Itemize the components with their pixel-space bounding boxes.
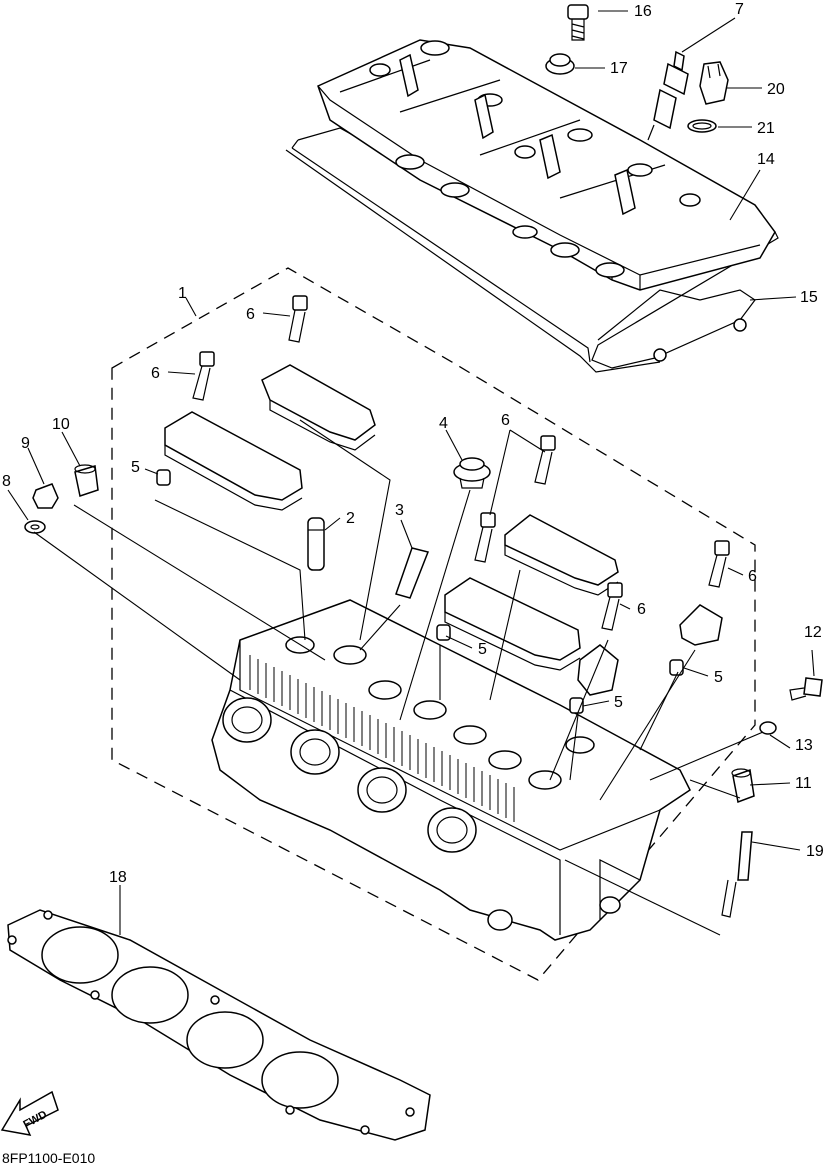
diagram-code: 8FP1100-E010 (2, 1150, 95, 1166)
callout-1: 1 (178, 285, 187, 302)
callout-20: 20 (767, 81, 785, 98)
forward-direction-arrow-icon: FWD (0, 1090, 59, 1136)
camshaft-cap-rear-right (504, 514, 619, 596)
callout-5c: 5 (714, 669, 723, 686)
callout-21: 21 (757, 120, 775, 137)
callout-16: 16 (634, 3, 652, 20)
callout-14: 14 (757, 151, 775, 168)
washer (24, 520, 46, 534)
cylinder-head (211, 599, 691, 941)
cooling-fins (249, 655, 515, 822)
valve-bores (285, 636, 595, 790)
callout-6e: 6 (637, 601, 646, 618)
callout-12: 12 (804, 624, 822, 641)
cylinder-head-gasket (7, 909, 431, 1141)
camshaft-cap-front-right (444, 577, 581, 671)
valve-guide-intake (307, 517, 325, 571)
callout-18: 18 (109, 869, 127, 886)
leader-lines (7, 10, 815, 936)
callout-3: 3 (395, 502, 404, 519)
camshaft-cap-front-left (164, 411, 303, 511)
callout-8: 8 (2, 473, 11, 490)
cap-bolts (192, 295, 730, 631)
collar (74, 464, 99, 497)
callout-9: 9 (21, 435, 30, 452)
cap-nut (32, 483, 59, 509)
stud-bolt (721, 831, 753, 918)
union-bolt (789, 677, 823, 701)
callout-6c: 6 (501, 412, 510, 429)
plug (453, 457, 491, 489)
callout-13: 13 (795, 737, 813, 754)
callout-4: 4 (439, 415, 448, 432)
callout-5d: 5 (614, 694, 623, 711)
callout-15: 15 (800, 289, 818, 306)
callout-5b: 5 (478, 641, 487, 658)
camshaft-cap-small (577, 604, 723, 696)
callout-numbers: 1 2 3 4 5 5 5 5 6 6 6 6 6 7 8 9 10 11 12… (2, 1, 824, 886)
cover-bolt (567, 4, 589, 41)
spark-plug (647, 50, 689, 141)
callout-10: 10 (52, 416, 70, 433)
gasket-washer (759, 721, 777, 735)
callout-5a: 5 (131, 459, 140, 476)
valve-guide-exhaust (395, 547, 430, 599)
callout-7: 7 (735, 1, 744, 18)
callout-6d: 6 (748, 568, 757, 585)
callout-2: 2 (346, 510, 355, 527)
valve-cover (317, 39, 776, 291)
callout-19: 19 (806, 843, 824, 860)
camshaft-cap-rear-left (261, 364, 376, 451)
callout-11: 11 (795, 775, 812, 792)
exhaust-ports (222, 697, 477, 853)
sleeve (731, 768, 755, 804)
callout-17: 17 (610, 60, 628, 77)
grommet (545, 53, 575, 75)
o-ring (687, 119, 717, 133)
callout-6a: 6 (246, 306, 255, 323)
callout-6b: 6 (151, 365, 160, 382)
connector (699, 61, 729, 105)
